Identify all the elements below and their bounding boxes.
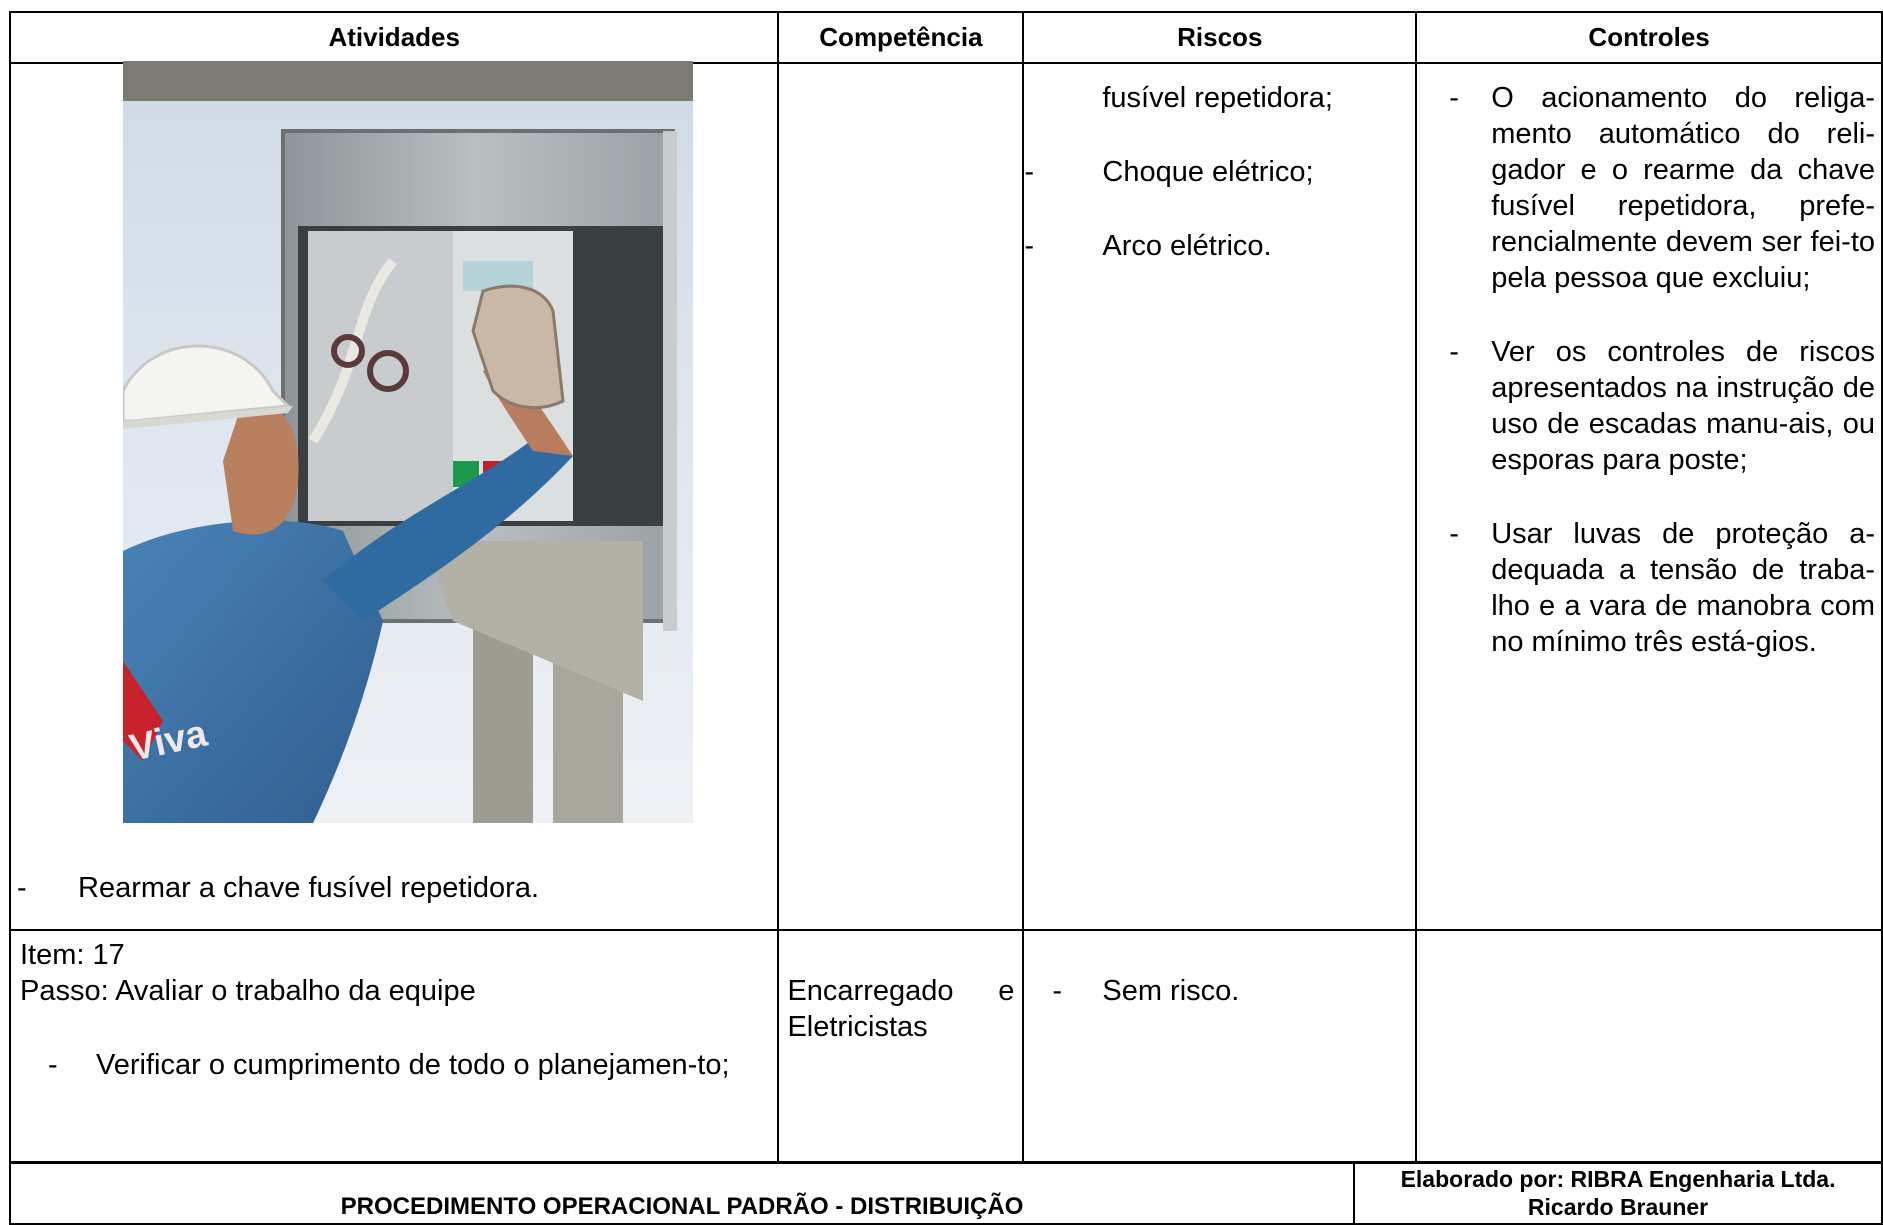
footer-authorship: Elaborado por: RIBRA Engenharia Ltda. Ri…	[1353, 1161, 1883, 1225]
activity-cell: Item: 17 Passo: Avaliar o trabalho da eq…	[8, 929, 780, 1164]
header-controles: Controles	[1415, 11, 1883, 64]
header-riscos: Riscos	[1022, 11, 1418, 64]
header-competencia: Competência	[777, 11, 1025, 64]
riscos-cell: fusível repetidora; - Choque elétrico; -…	[1022, 62, 1418, 931]
riscos-cell: - Sem risco.	[1022, 929, 1418, 1164]
activity-bullet: - Rearmar a chave fusível repetidora.	[17, 872, 539, 904]
document-footer: PROCEDIMENTO OPERACIONAL PADRÃO - DISTRI…	[8, 1161, 1883, 1225]
author-name: Ricardo Brauner	[1527, 1194, 1709, 1220]
table-header-row: Atividades Competência Riscos Controles	[8, 11, 1883, 64]
step-description: Passo: Avaliar o trabalho da equipe	[20, 975, 476, 1007]
table-row: Item: 17 Passo: Avaliar o trabalho da eq…	[8, 929, 1883, 1164]
risk-item: - Choque elétrico;	[1024, 156, 1314, 188]
header-atividades: Atividades	[8, 11, 780, 64]
control-item: - Ver os controles de riscos apresentado…	[1449, 336, 1875, 476]
risk-item: - Arco elétrico.	[1024, 230, 1272, 262]
risk-item: fusível repetidora;	[1102, 82, 1333, 114]
elaborado-por: Elaborado por: RIBRA Engenharia Ltda.	[1400, 1166, 1836, 1192]
competencia-cell	[777, 62, 1025, 931]
controles-cell: - O acionamento do religa-mento automáti…	[1415, 62, 1883, 931]
item-number: Item: 17	[20, 939, 125, 971]
controles-cell	[1415, 929, 1883, 1164]
risk-item: - Sem risco.	[1052, 975, 1240, 1007]
activity-bullet: - Verificar o cumprimento de todo o plan…	[48, 1049, 730, 1081]
competencia-cell: Encarregado e Eletricistas	[777, 929, 1025, 1164]
footer-title: PROCEDIMENTO OPERACIONAL PADRÃO - DISTRI…	[8, 1161, 1356, 1225]
control-item: - Usar luvas de proteção a-dequada a ten…	[1449, 518, 1875, 658]
control-item: - O acionamento do religa-mento automáti…	[1449, 82, 1875, 294]
activity-photo: Viva	[123, 61, 693, 823]
